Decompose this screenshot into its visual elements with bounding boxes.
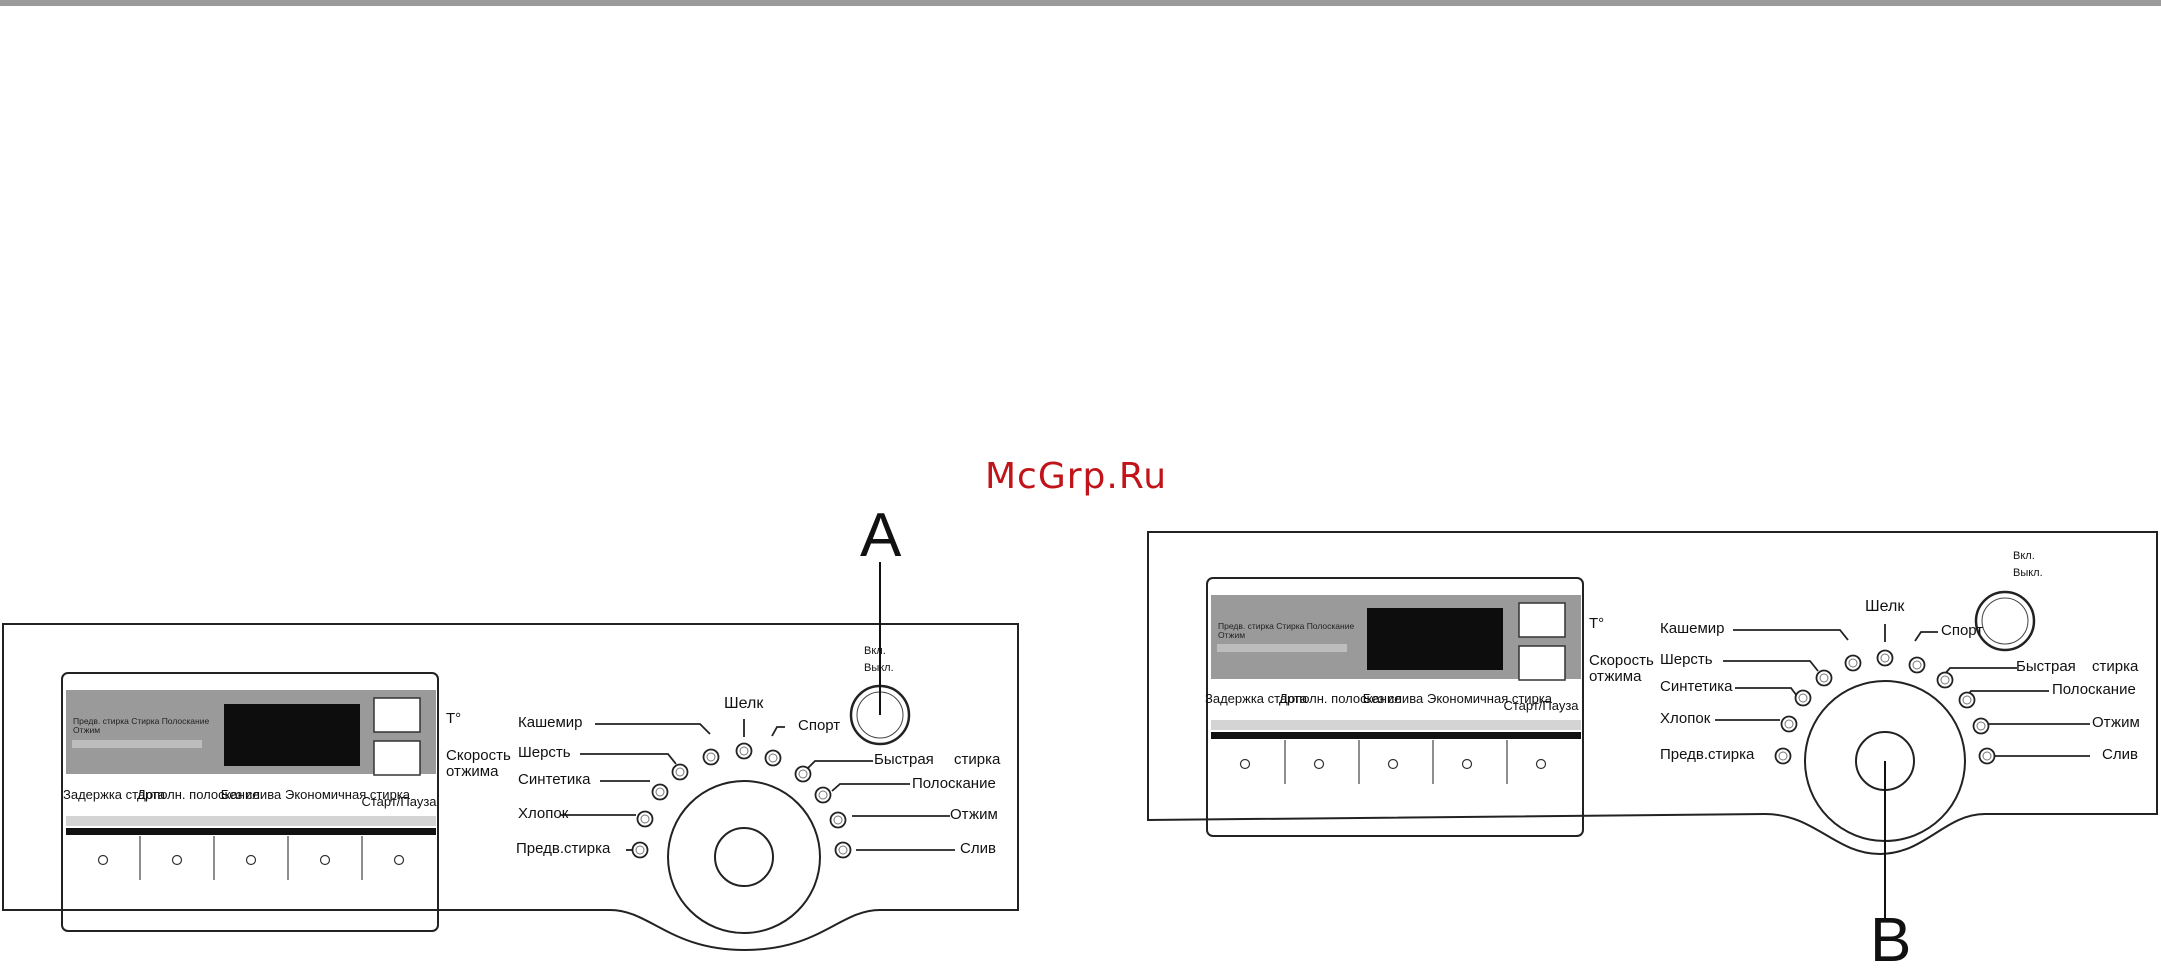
button-led [1239,758,1251,770]
spin-label: Скорость отжима [1589,652,1654,685]
button-led [319,854,331,866]
button-label-no-drain[interactable]: Без слива [220,787,282,802]
program-spin: Отжим [2092,714,2140,731]
progress-strip [72,740,202,748]
progress-strip [1217,644,1347,652]
button-led [171,854,183,866]
spin-display [1518,645,1566,681]
button-label-extra-rinse[interactable]: Дополн. полоскание [137,787,260,802]
program-wool: Шерсть [1660,651,1713,668]
button-label-delay[interactable]: Задержка старта [1205,691,1308,706]
main-display [224,704,360,766]
hatched-strip [66,816,436,826]
power-off-label: Выкл. [2013,567,2043,579]
program-silk: Шелк [1865,598,1905,615]
program-quick: Быстрая [2016,658,2076,675]
temp-display [373,697,421,733]
panel-outline [1147,531,2158,856]
program-rinse: Полоскание [912,775,996,792]
program-rinse: Полоскание [2052,681,2136,698]
temp-label: T° [1589,615,1605,632]
program-synthetics: Синтетика [518,771,591,788]
program-prewash: Предв.стирка [516,840,611,857]
button-led [1387,758,1399,770]
button-label-eco[interactable]: Экономичная стирка [285,787,410,802]
button-label-start-pause[interactable]: Старт/Пауза [1503,698,1579,713]
button-led [393,854,405,866]
program-prewash: Предв.стирка [1660,746,1755,763]
button-led [1535,758,1547,770]
button-label-eco[interactable]: Экономичная стирка [1427,691,1552,706]
watermark: McGrp.Ru [985,456,1168,497]
button-label-start-pause[interactable]: Старт/Пауза [361,794,437,809]
display-frame [61,672,439,932]
program-sport: Спорт [798,717,841,734]
button-led [245,854,257,866]
program-cashmere: Кашемир [1660,620,1725,637]
display-strip-text: Предв. стирка Стирка Полоскание Отжим [1218,621,1355,640]
button-led [1313,758,1325,770]
program-quick-wash: стирка [954,751,1001,768]
display-strip-text: Предв. стирка Стирка Полоскание Отжим [73,716,210,735]
program-cashmere: Кашемир [518,714,583,731]
black-strip [1211,732,1581,739]
power-button-inner [1981,597,2029,645]
spin-display [373,740,421,776]
main-display [1367,608,1503,670]
program-synthetics: Синтетика [1660,678,1733,695]
button-led [1461,758,1473,770]
power-on-label: Вкл. [864,645,886,657]
black-strip [66,828,436,835]
program-cotton: Хлопок [518,805,569,822]
spin-label: Скорость отжима [446,747,511,780]
program-quick-wash: стирка [2092,658,2139,675]
program-cotton: Хлопок [1660,710,1711,727]
program-wool: Шерсть [518,744,571,761]
control-panel-a: Предв. стирка Стирка Полоскание Отжим T°… [0,562,1080,952]
hatched-strip [1211,720,1581,730]
button-label-extra-rinse[interactable]: Дополн. полоскание [1279,691,1402,706]
top-rule [0,0,2161,6]
program-quick: Быстрая [874,751,934,768]
button-label-no-drain[interactable]: Без слива [1362,691,1424,706]
control-panel-b: Предв. стирка Стирка Полоскание Отжим T°… [1145,528,2161,918]
panel-outline [2,623,1019,952]
power-on-label: Вкл. [2013,550,2035,562]
display-frame [1206,577,1584,837]
temp-display [1518,602,1566,638]
power-off-label: Выкл. [864,662,894,674]
program-silk: Шелк [724,695,764,712]
program-drain: Слив [960,840,996,857]
button-label-delay[interactable]: Задержка старта [63,787,166,802]
button-led [97,854,109,866]
program-sport: Спорт [1941,622,1984,639]
callout-a: A [860,501,902,570]
program-drain: Слив [2102,746,2138,763]
program-spin: Отжим [950,806,998,823]
power-button [1974,590,2036,652]
dial-knob [714,827,774,887]
temp-label: T° [446,710,462,727]
